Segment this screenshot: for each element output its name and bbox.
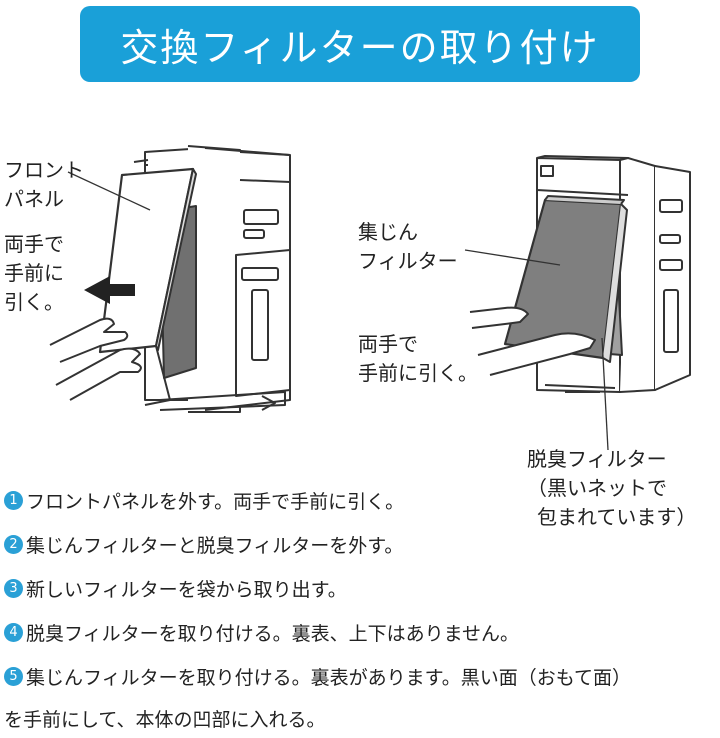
step-number-badge: 2 xyxy=(4,534,23,554)
title-banner: 交換フィルターの取り付け xyxy=(80,6,640,82)
front-panel xyxy=(98,167,197,406)
step-text: フロントパネルを外す。両手で手前に引く。 xyxy=(26,490,405,513)
step-number-badge: 5 xyxy=(4,666,23,686)
label-dust-filter: 集じん フィルター xyxy=(358,220,458,273)
step-text: 集じんフィルターと脱臭フィルターを外す。 xyxy=(26,534,404,557)
left-hands xyxy=(49,317,142,401)
step-text: 新しいフィルターを袋から取り出す。 xyxy=(26,578,347,601)
page-title: 交換フィルターの取り付け xyxy=(120,25,600,70)
step-number-badge: 1 xyxy=(4,490,23,510)
step-text: 脱臭フィルターを取り付ける。裏表、上下はありません。 xyxy=(26,622,520,645)
step-number-badge: 4 xyxy=(4,622,23,642)
step-3: 3 新しいフィルターを袋から取り出す。 xyxy=(4,566,716,610)
step-4: 4 脱臭フィルターを取り付ける。裏表、上下はありません。 xyxy=(4,610,716,654)
pull-arrow xyxy=(84,276,135,304)
dust-filter xyxy=(503,195,628,363)
step-5: 5 集じんフィルターを取り付ける。裏表があります。黒い面（おもて面） xyxy=(4,654,716,698)
leader-panel xyxy=(67,171,151,211)
illustration-area: フロント パネル 両手で 手前に 引く。 集じん フィルター 両手で 手前に引く… xyxy=(0,100,720,529)
label-front-panel: フロント パネル xyxy=(4,158,84,211)
label-right-pull: 両手で 手前に引く。 xyxy=(358,332,478,385)
step-1: 1 フロントパネルを外す。両手で手前に引く。 xyxy=(4,478,716,522)
label-deodorizer-note: （黒いネットで 包まれています） xyxy=(527,476,697,529)
illustration-svg xyxy=(49,145,691,451)
right-hands xyxy=(469,306,596,376)
steps-list: 1 フロントパネルを外す。両手で手前に引く。 2 集じんフィルターと脱臭フィルタ… xyxy=(4,478,716,738)
step-2: 2 集じんフィルターと脱臭フィルターを外す。 xyxy=(4,522,716,566)
leader-deodorizer xyxy=(601,337,609,451)
step-text: 集じんフィルターを取り付ける。裏表があります。黒い面（おもて面） xyxy=(26,666,631,689)
label-deodorizer-filter: 脱臭フィルター xyxy=(527,447,667,471)
leader-dust xyxy=(464,249,561,266)
step-5-continuation: を手前にして、本体の凹部に入れる。 xyxy=(4,708,326,731)
step-number-badge: 3 xyxy=(4,578,23,598)
label-left-pull: 両手で 手前に 引く。 xyxy=(4,232,64,314)
